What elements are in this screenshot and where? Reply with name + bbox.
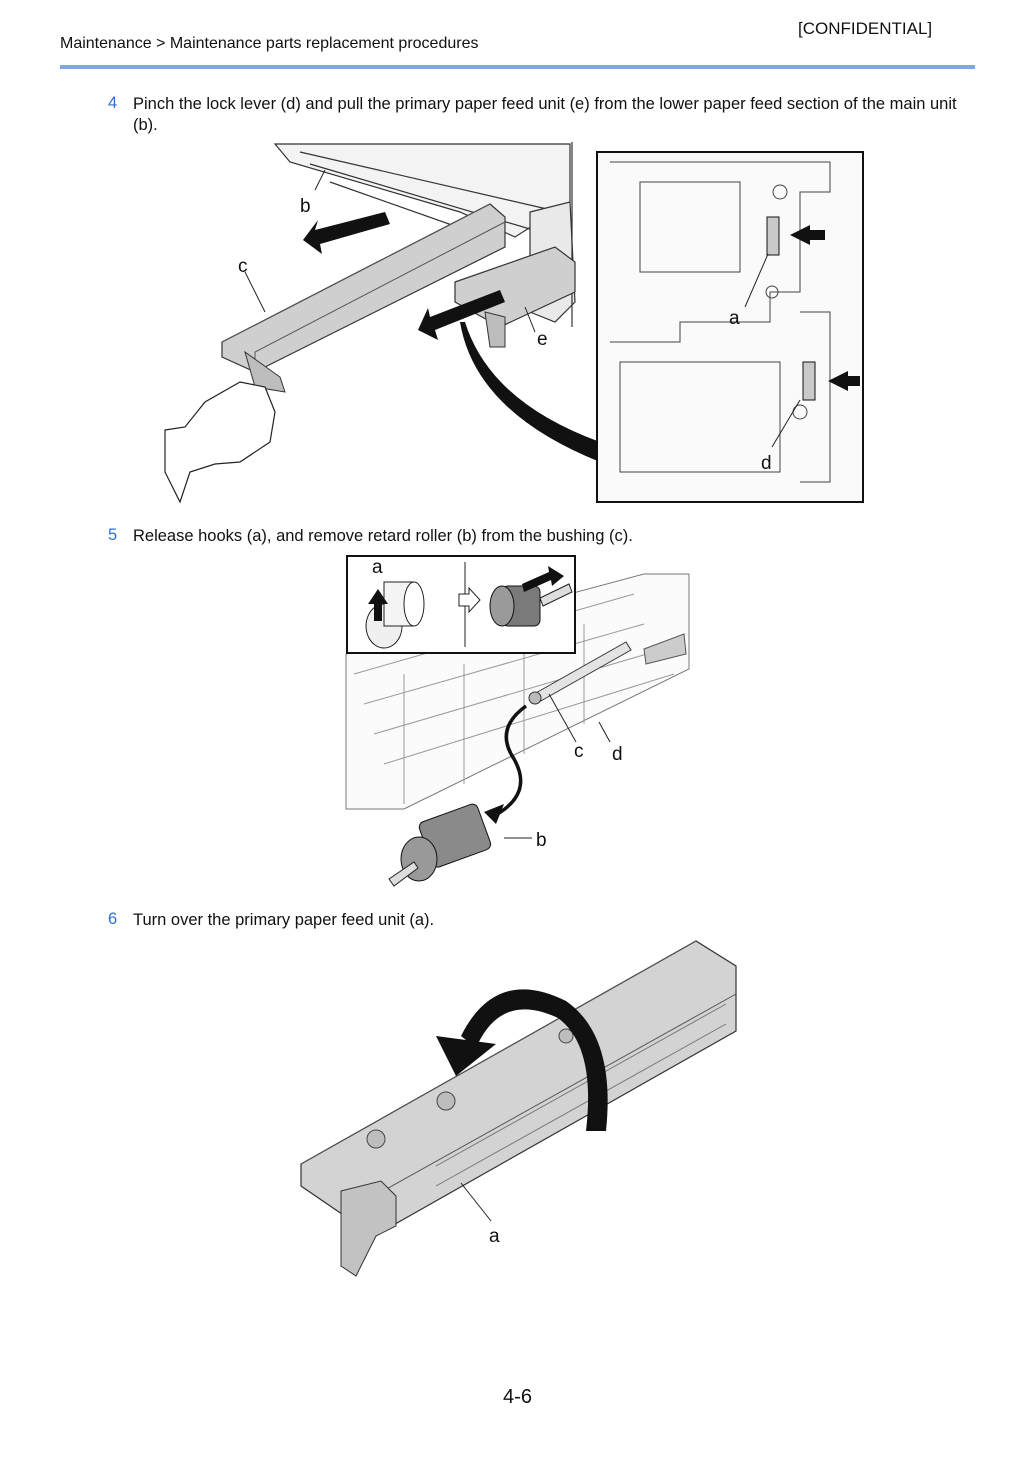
- page-number: 4-6: [503, 1386, 532, 1408]
- push-arrow-d: [828, 371, 860, 391]
- step-6-label-a: a: [489, 1226, 500, 1247]
- turn-over-arrow: [461, 989, 608, 1131]
- step-5-text: Release hooks (a), and remove retard rol…: [133, 527, 633, 545]
- step-5-label-d: d: [612, 744, 623, 765]
- push-arrow-a: [790, 225, 825, 245]
- breadcrumb: Maintenance > Maintenance parts replacem…: [60, 35, 479, 52]
- feed-unit-a: [300, 940, 737, 1277]
- pull-arrow-bottom: [418, 290, 505, 340]
- pull-arrow-top: [303, 212, 390, 254]
- confidential-label: [CONFIDENTIAL]: [798, 19, 933, 38]
- step-5-number: 5: [108, 526, 118, 544]
- step-4-label-e: e: [537, 329, 548, 350]
- bushing-c: [528, 691, 542, 705]
- release-arrow: [368, 589, 388, 621]
- hand-illustration: [164, 381, 276, 504]
- step-4-label-c: c: [238, 256, 248, 277]
- step-4-label-b: b: [300, 196, 311, 217]
- header-divider: [60, 65, 975, 69]
- step-5-label-c: c: [574, 741, 584, 762]
- step-4-number: 4: [108, 94, 118, 112]
- removal-path-arrow: [493, 704, 528, 818]
- step-5-illustration: a c d b: [345, 555, 690, 887]
- step-5-label-b: b: [536, 830, 547, 851]
- step-4-illustration: b c e a d: [164, 142, 864, 504]
- retard-roller-b: [388, 803, 492, 887]
- step-4-text: Pinch the lock lever (d) and pull the pr…: [133, 95, 957, 134]
- sequence-arrow: [458, 586, 481, 614]
- step-6-illustration: a: [300, 940, 737, 1277]
- step-6-text: Turn over the primary paper feed unit (a…: [133, 911, 435, 929]
- step-5-label-a: a: [372, 557, 383, 578]
- detail-inset: [596, 151, 864, 503]
- step-4-label-a: a: [729, 308, 740, 329]
- step-4-label-d: d: [761, 453, 772, 474]
- step-6-number: 6: [108, 910, 118, 928]
